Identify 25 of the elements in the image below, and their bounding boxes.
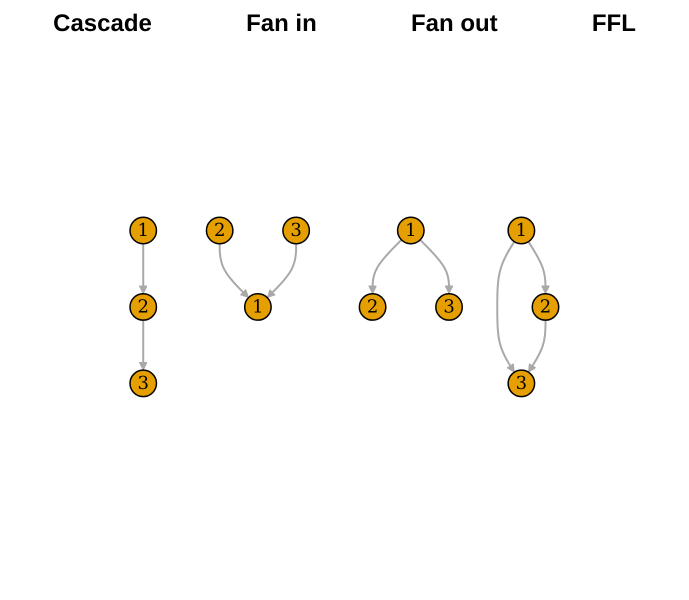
node-circle: 1 xyxy=(129,216,158,245)
arrow xyxy=(218,244,250,298)
arrow xyxy=(496,241,516,373)
node-circle: 3 xyxy=(282,216,310,245)
arrow xyxy=(138,320,148,371)
panel-title: FFL xyxy=(592,10,636,38)
node-circle: 3 xyxy=(508,369,536,398)
node-circle: 2 xyxy=(129,293,158,321)
node-circle: 1 xyxy=(396,216,425,245)
panel-title: Fan in xyxy=(246,10,317,38)
arrow xyxy=(420,239,454,294)
node-circle: 2 xyxy=(532,293,560,321)
node-circle: 2 xyxy=(358,293,387,321)
arrow xyxy=(267,244,298,298)
node-circle: 2 xyxy=(206,216,234,245)
node-circle: 1 xyxy=(508,216,536,245)
arrow xyxy=(138,244,148,294)
arrow xyxy=(528,241,550,294)
arrow xyxy=(368,239,402,294)
node-circle: 3 xyxy=(129,369,158,398)
node-circle: 1 xyxy=(244,293,272,321)
arrow xyxy=(528,320,547,373)
panel-title: Fan out xyxy=(410,10,498,38)
panel-title: Cascade xyxy=(53,10,152,38)
node-circle: 3 xyxy=(435,293,464,321)
